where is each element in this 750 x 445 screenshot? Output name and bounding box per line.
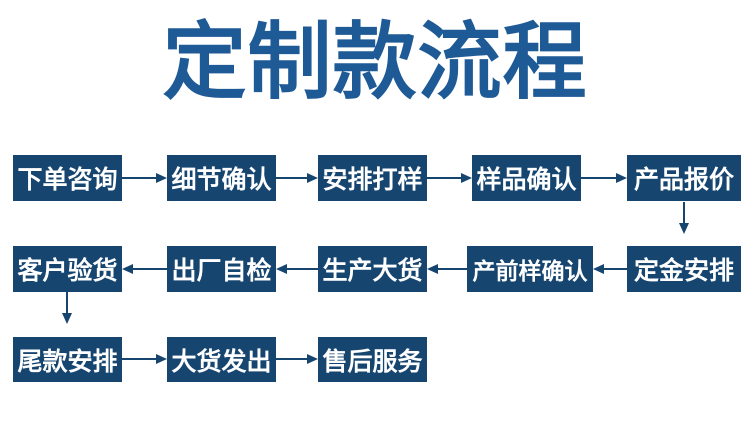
arrow-right-icon (276, 172, 318, 184)
arrow-down-icon (678, 202, 690, 234)
step-customer-inspection: 客户验货 (13, 246, 122, 292)
step-order-inquiry: 下单咨询 (13, 155, 122, 201)
arrow-left-icon (427, 263, 467, 275)
step-detail-confirm: 细节确认 (167, 155, 276, 201)
arrow-right-icon (122, 353, 167, 365)
step-sample-confirm: 样品确认 (472, 155, 581, 201)
step-bulk-shipment: 大货发出 (167, 337, 276, 382)
arrow-right-icon (122, 172, 167, 184)
arrow-left-icon (276, 263, 318, 275)
arrow-right-icon (276, 353, 318, 365)
step-arrange-sampling: 安排打样 (318, 155, 427, 201)
arrow-down-icon (61, 292, 73, 324)
arrow-left-icon (122, 263, 167, 275)
step-final-payment: 尾款安排 (13, 337, 122, 382)
arrow-right-icon (427, 172, 472, 184)
step-bulk-production: 生产大货 (318, 246, 427, 292)
step-deposit-arrangement: 定金安排 (627, 246, 741, 292)
arrow-right-icon (581, 172, 627, 184)
step-after-sales-service: 售后服务 (318, 337, 427, 382)
page-title: 定制款流程 (162, 13, 588, 111)
step-preproduction-sample-confirm: 产前样确认 (467, 246, 593, 292)
step-product-quote: 产品报价 (627, 155, 741, 201)
arrow-left-icon (593, 263, 627, 275)
step-factory-self-check: 出厂自检 (167, 246, 276, 292)
